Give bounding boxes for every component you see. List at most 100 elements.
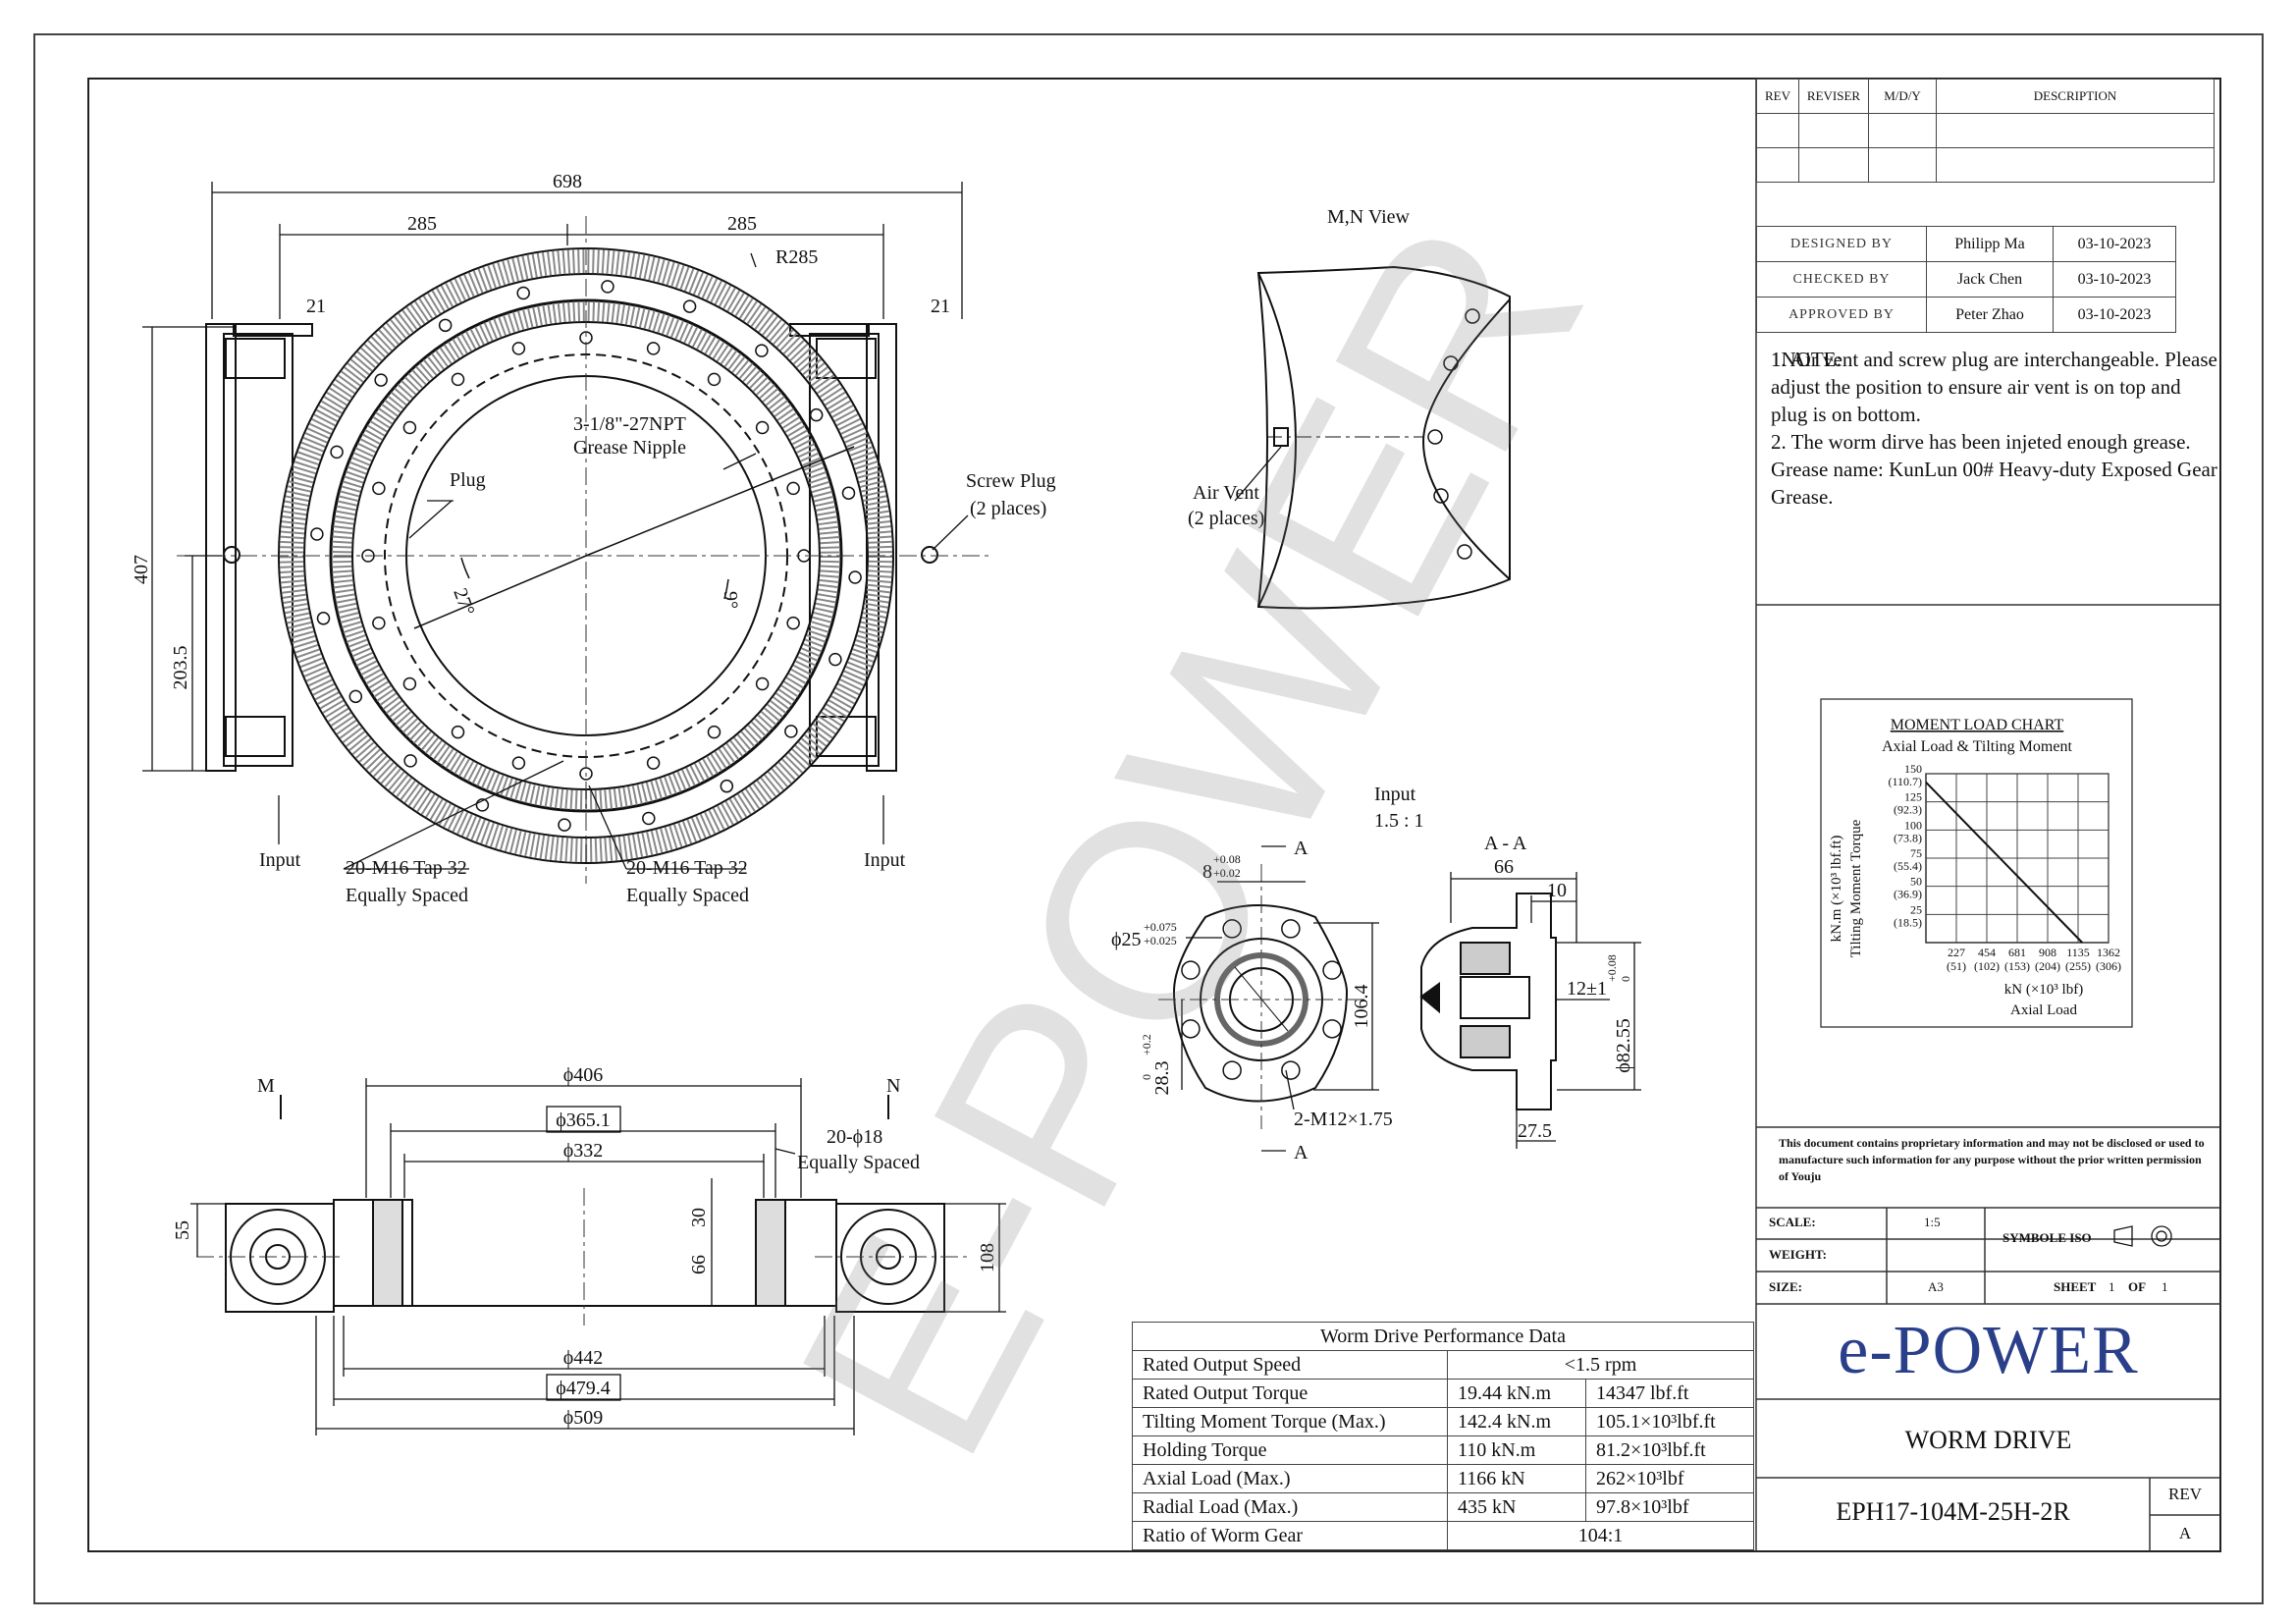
inner-bolt-hole — [646, 342, 661, 355]
label-tap-left-2: Equally Spaced — [346, 885, 468, 906]
label-tap-right-2: Equally Spaced — [626, 885, 749, 906]
dim-25-tol-low: +0.025 — [1144, 934, 1177, 947]
size-label: SIZE: — [1769, 1279, 1802, 1294]
outer-bolt-hole — [841, 486, 856, 500]
front-center-lines — [177, 216, 991, 884]
inner-bolt-hole — [511, 342, 526, 355]
performance-row: Tilting Moment Torque (Max.) 142.4 kN.m … — [1132, 1407, 1754, 1436]
dim-holes-1: 20-ϕ18 — [827, 1126, 882, 1148]
rev-header: REV — [1756, 79, 1799, 114]
chart-x-tick-label: 227 — [1948, 946, 1965, 959]
dim-21-left: 21 — [306, 296, 326, 317]
performance-value-si: 142.4 kN.m — [1447, 1407, 1586, 1436]
label-n: N — [886, 1075, 900, 1097]
chart-x-tick-label-alt: (255) — [2065, 959, 2091, 973]
chart-x-tick-label: 908 — [2039, 946, 2056, 959]
part-number: EPH17-104M-25H-2R — [1836, 1497, 2070, 1526]
mn-view-hole — [1433, 488, 1449, 504]
input-bolt-hole — [1281, 1060, 1301, 1080]
signoff-table: DESIGNED BY Philipp Ma 03-10-2023 CHECKE… — [1756, 226, 2176, 333]
performance-value: 104:1 — [1447, 1521, 1754, 1550]
inner-bolt-hole — [755, 420, 770, 435]
performance-title: Worm Drive Performance Data — [1132, 1322, 1754, 1351]
outer-bolt-hole — [848, 570, 862, 584]
dim-8-tol-up: +0.08 — [1213, 852, 1241, 866]
dim-aa-82-tol-low: 0 — [1619, 976, 1632, 982]
outer-bolt-hole — [601, 280, 614, 294]
chart-subtitle: Axial Load & Tilting Moment — [1882, 738, 2072, 755]
outer-border — [33, 33, 2264, 1604]
label-screw-plug-2: (2 places) — [970, 498, 1046, 519]
inner-bolt-hole — [451, 372, 465, 387]
rev-cell — [1798, 113, 1869, 148]
performance-row: Radial Load (Max.) 435 kN 97.8×10³lbf — [1132, 1492, 1754, 1522]
inner-bolt-hole — [786, 616, 800, 630]
chart-x-tick-label: 454 — [1978, 946, 1996, 959]
sheet-number: 1 — [2109, 1279, 2115, 1294]
dim-aa-82: ϕ82.55 — [1613, 1018, 1634, 1073]
rev-cell — [1936, 147, 2215, 183]
weight-label: WEIGHT: — [1769, 1247, 1827, 1262]
input-bolt-hole — [1322, 960, 1342, 980]
inner-bolt-hole — [707, 725, 721, 739]
dim-203-5: 203.5 — [170, 646, 191, 690]
dim-28: 28.3 — [1151, 1061, 1173, 1096]
outer-bolt-hole — [558, 818, 571, 832]
symbol-label: SYMBOLE ISO — [2002, 1230, 2092, 1245]
dim-aa-10: 10 — [1547, 880, 1567, 901]
performance-row: Ratio of Worm Gear 104:1 — [1132, 1521, 1754, 1550]
performance-label: Axial Load (Max.) — [1132, 1464, 1448, 1493]
section-marker-a-bottom: A — [1294, 1142, 1308, 1164]
rev-cell — [1756, 147, 1799, 183]
input-bolt-hole — [1222, 919, 1242, 939]
section-view-labels: M N ϕ406 ϕ365.1 ϕ332 20-ϕ18 Equally Spac… — [172, 1064, 998, 1429]
outer-bolt-hole — [682, 299, 697, 313]
chart-xlabel: kN (×10³ lbf) — [2004, 982, 2083, 998]
notes-block: 1NOTE: 1. Air vent and screw plug are in… — [1771, 346, 2222, 511]
chart-y-tick-label-alt: (55.4) — [1894, 859, 1922, 873]
dim-holes-2: Equally Spaced — [797, 1152, 920, 1173]
mn-view-hole — [1427, 429, 1443, 445]
scale-label: SCALE: — [1769, 1215, 1816, 1229]
outer-bolt-hole — [755, 344, 769, 357]
chart-y-tick-label: 125 — [1904, 790, 1922, 804]
performance-value-si: 435 kN — [1447, 1492, 1586, 1522]
sheet-label: SHEET — [2054, 1279, 2097, 1294]
iso-projection-icon — [2113, 1225, 2172, 1247]
dim-509: ϕ509 — [563, 1407, 604, 1429]
bolt-holes-outer — [310, 280, 862, 832]
performance-value-imperial: 97.8×10³lbf — [1585, 1492, 1754, 1522]
performance-label: Rated Output Torque — [1132, 1379, 1448, 1408]
dim-8: 8 — [1202, 861, 1212, 883]
dim-28-tol-up: +0.2 — [1140, 1034, 1153, 1056]
angle-arc-27 — [460, 557, 470, 579]
signoff-date: 03-10-2023 — [2053, 261, 2176, 298]
chart-y-tick-label-alt: (36.9) — [1894, 888, 1922, 901]
signoff-name: Philipp Ma — [1926, 226, 2054, 262]
dim-aa-27-5: 27.5 — [1518, 1120, 1552, 1142]
inner-bolt-hole — [786, 481, 800, 496]
performance-row: Rated Output Torque 19.44 kN.m 14347 lbf… — [1132, 1379, 1754, 1408]
angle-arc-9 — [723, 578, 729, 600]
section-marker-a-top: A — [1294, 838, 1308, 859]
inner-border — [87, 78, 2221, 1552]
dim-25: ϕ25 — [1111, 929, 1142, 950]
outer-bolt-hole — [516, 286, 530, 300]
inner-bolt-hole — [451, 725, 465, 739]
dim-r285: R285 — [775, 246, 818, 268]
performance-value-si: 110 kN.m — [1447, 1435, 1586, 1465]
dim-aa-82-tol-up: +0.08 — [1605, 954, 1619, 982]
inner-bolt-hole — [707, 372, 721, 387]
label-grease-2: Grease Nipple — [573, 437, 686, 459]
section-dimensions — [190, 1078, 1006, 1435]
angle-leader-27 — [413, 555, 587, 629]
performance-label: Holding Torque — [1132, 1435, 1448, 1465]
label-input-right: Input — [864, 849, 906, 871]
scale-value: 1:5 — [1924, 1215, 1941, 1229]
grease-leader — [585, 446, 855, 557]
reviser-header: REVISER — [1798, 79, 1869, 114]
rev-value: A — [2178, 1524, 2192, 1543]
label-tap-right-1: 20-M16 Tap 32 — [626, 857, 748, 879]
rev-label: REV — [2168, 1485, 2202, 1503]
